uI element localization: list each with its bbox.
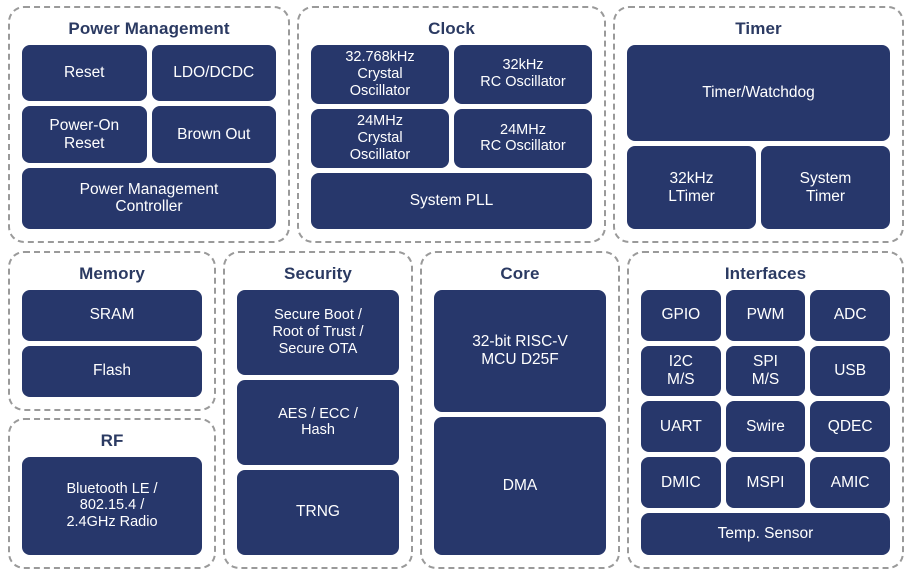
group-title-memory: Memory [79, 264, 145, 283]
block-bluetooth-le-radio[interactable]: Bluetooth LE / 802.15.4 / 2.4GHz Radio [22, 456, 202, 555]
block-qdec[interactable]: QDEC [810, 401, 891, 453]
group-inner-memory: Memory SRAM Flash [15, 258, 209, 404]
group-inner-clock: Clock 32.768kHz Crystal Oscillator 32kHz… [304, 13, 599, 236]
group-power-management[interactable]: Power Management Reset LDO/DCDC Power-On… [8, 6, 290, 243]
block-temp-sensor[interactable]: Temp. Sensor [641, 513, 890, 555]
block-row: Reset LDO/DCDC [22, 44, 276, 102]
block-row: Bluetooth LE / 802.15.4 / 2.4GHz Radio [22, 456, 202, 555]
group-rf[interactable]: RF Bluetooth LE / 802.15.4 / 2.4GHz Radi… [8, 418, 216, 569]
block-system-timer[interactable]: System Timer [761, 146, 890, 229]
group-security[interactable]: Security Secure Boot / Root of Trust / S… [223, 251, 413, 569]
block-24mhz-rc-oscillator[interactable]: 24MHz RC Oscillator [454, 108, 592, 168]
block-row: Power Management Controller [22, 167, 276, 229]
block-row: DMIC MSPI AMIC [641, 457, 891, 509]
block-32bit-riscv-mcu-d25f[interactable]: 32-bit RISC-V MCU D25F [434, 289, 606, 413]
block-24mhz-crystal-oscillator[interactable]: 24MHz Crystal Oscillator [311, 108, 449, 168]
block-secure-boot-root-of-trust-secure-ota[interactable]: Secure Boot / Root of Trust / Secure OTA [237, 289, 399, 375]
block-aes-ecc-hash[interactable]: AES / ECC / Hash [237, 379, 399, 465]
block-spi-ms[interactable]: SPI M/S [725, 345, 806, 397]
block-pwm[interactable]: PWM [725, 289, 806, 341]
block-32khz-rc-oscillator[interactable]: 32kHz RC Oscillator [454, 44, 592, 104]
block-row: UART Swire QDEC [641, 401, 891, 453]
group-interfaces[interactable]: Interfaces GPIO PWM ADC I2C M/S SPI M/S … [627, 251, 904, 569]
block-dmic[interactable]: DMIC [641, 457, 721, 509]
block-power-management-controller[interactable]: Power Management Controller [22, 167, 276, 229]
block-adc[interactable]: ADC [810, 289, 891, 341]
group-title-rf: RF [100, 431, 124, 450]
group-clock[interactable]: Clock 32.768kHz Crystal Oscillator 32kHz… [297, 6, 606, 243]
block-i2c-ms[interactable]: I2C M/S [641, 345, 721, 397]
block-uart[interactable]: UART [641, 401, 721, 453]
group-body-rf: Bluetooth LE / 802.15.4 / 2.4GHz Radio [22, 456, 202, 555]
group-title-power-management: Power Management [68, 19, 230, 38]
group-title-interfaces: Interfaces [724, 264, 807, 283]
group-timer[interactable]: Timer Timer/Watchdog 32kHz LTimer System… [613, 6, 904, 243]
block-brown-out[interactable]: Brown Out [151, 106, 276, 163]
block-power-on-reset[interactable]: Power-On Reset [22, 106, 147, 163]
block-row: Power-On Reset Brown Out [22, 106, 276, 163]
block-row: DMA [434, 417, 606, 555]
group-inner-power-management: Power Management Reset LDO/DCDC Power-On… [15, 13, 283, 236]
block-row: Secure Boot / Root of Trust / Secure OTA [237, 289, 399, 375]
block-row: I2C M/S SPI M/S USB [641, 345, 891, 397]
block-row: TRNG [237, 469, 399, 556]
block-timer-watchdog[interactable]: Timer/Watchdog [627, 44, 890, 142]
block-swire[interactable]: Swire [725, 401, 806, 453]
block-amic[interactable]: AMIC [810, 457, 891, 509]
block-row: 24MHz Crystal Oscillator 24MHz RC Oscill… [311, 108, 592, 168]
group-body-interfaces: GPIO PWM ADC I2C M/S SPI M/S USB UART Sw… [641, 289, 891, 555]
block-gpio[interactable]: GPIO [641, 289, 721, 341]
block-row: Flash [22, 345, 202, 397]
block-row: GPIO PWM ADC [641, 289, 891, 341]
group-inner-interfaces: Interfaces GPIO PWM ADC I2C M/S SPI M/S … [634, 258, 897, 562]
block-row: Timer/Watchdog [627, 44, 890, 142]
group-body-memory: SRAM Flash [22, 289, 202, 397]
block-row: SRAM [22, 289, 202, 341]
block-reset[interactable]: Reset [22, 44, 147, 102]
diagram-row-bottom: Memory SRAM Flash RF [8, 251, 904, 569]
group-body-core: 32-bit RISC-V MCU D25F DMA [434, 289, 606, 555]
group-inner-rf: RF Bluetooth LE / 802.15.4 / 2.4GHz Radi… [15, 425, 209, 562]
group-body-power-management: Reset LDO/DCDC Power-On Reset Brown Out … [22, 44, 276, 229]
group-inner-core: Core 32-bit RISC-V MCU D25F DMA [427, 258, 613, 562]
group-title-security: Security [284, 264, 352, 283]
block-ldo-dcdc[interactable]: LDO/DCDC [151, 44, 276, 102]
diagram-row-top: Power Management Reset LDO/DCDC Power-On… [8, 6, 904, 243]
group-core[interactable]: Core 32-bit RISC-V MCU D25F DMA [420, 251, 620, 569]
block-sram[interactable]: SRAM [22, 289, 202, 341]
group-body-clock: 32.768kHz Crystal Oscillator 32kHz RC Os… [311, 44, 592, 230]
group-title-timer: Timer [735, 19, 782, 38]
block-row: AES / ECC / Hash [237, 379, 399, 465]
group-body-security: Secure Boot / Root of Trust / Secure OTA… [237, 289, 399, 556]
block-row: Temp. Sensor [641, 513, 890, 555]
block-32768khz-crystal-oscillator[interactable]: 32.768kHz Crystal Oscillator [311, 44, 449, 104]
block-flash[interactable]: Flash [22, 345, 202, 397]
block-system-pll[interactable]: System PLL [311, 172, 592, 230]
block-row: 32-bit RISC-V MCU D25F [434, 289, 606, 413]
block-mspi[interactable]: MSPI [725, 457, 806, 509]
block-32khz-ltimer[interactable]: 32kHz LTimer [627, 146, 756, 229]
group-title-clock: Clock [428, 19, 475, 38]
group-body-timer: Timer/Watchdog 32kHz LTimer System Timer [627, 44, 890, 229]
group-memory[interactable]: Memory SRAM Flash [8, 251, 216, 411]
block-row: 32.768kHz Crystal Oscillator 32kHz RC Os… [311, 44, 592, 104]
group-inner-timer: Timer Timer/Watchdog 32kHz LTimer System… [620, 13, 897, 236]
block-usb[interactable]: USB [810, 345, 891, 397]
block-row: System PLL [311, 172, 592, 230]
block-dma[interactable]: DMA [434, 417, 606, 555]
group-inner-security: Security Secure Boot / Root of Trust / S… [230, 258, 406, 562]
column-memory-rf: Memory SRAM Flash RF [8, 251, 216, 569]
block-trng[interactable]: TRNG [237, 469, 399, 556]
group-title-core: Core [500, 264, 540, 283]
block-row: 32kHz LTimer System Timer [627, 146, 890, 229]
